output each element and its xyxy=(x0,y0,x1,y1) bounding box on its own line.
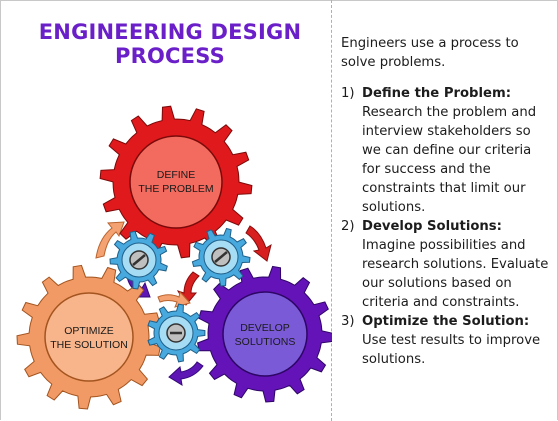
step-heading: Develop Solutions: xyxy=(362,219,502,234)
optimize-the-solution-gear: OPTIMIZE THE SOLUTION xyxy=(16,264,161,410)
screw-icon xyxy=(211,247,231,267)
define-gear-label-2: THE PROBLEM xyxy=(138,183,213,195)
title-line-2: PROCESS xyxy=(115,44,225,68)
step-develop: 2) Develop Solutions: Imagine possibiliti… xyxy=(341,217,551,312)
step-text: Imagine possibilities and research solut… xyxy=(362,238,549,310)
title-line-1: ENGINEERING DESIGN xyxy=(38,20,302,44)
step-number: 1) xyxy=(341,86,355,101)
optimize-gear-label-1: OPTIMIZE xyxy=(64,325,114,337)
engineering-design-process-diagram: DEFINE THE PROBLEM OPTIMIZE THE SOLUTION… xyxy=(16,105,332,410)
develop-gear-label-1: DEVELOP xyxy=(240,322,290,334)
intro-text: Engineers use a process to solve problem… xyxy=(341,36,519,70)
step-number: 3) xyxy=(341,314,355,329)
steps-list: 1) Define the Problem: Research the probl… xyxy=(341,84,551,369)
small-gear-bottom xyxy=(147,303,206,363)
step-optimize: 3) Optimize the Solution: Use test result… xyxy=(341,312,551,369)
develop-gear-label-2: SOLUTIONS xyxy=(235,336,296,348)
screw-icon xyxy=(166,323,186,343)
step-text: Research the problem and interview stake… xyxy=(362,105,537,215)
step-define: 1) Define the Problem: Research the probl… xyxy=(341,84,551,217)
arrow-optimize-to-define xyxy=(95,221,125,259)
small-gear-right xyxy=(191,227,251,287)
optimize-gear-label-2: THE SOLUTION xyxy=(50,339,128,351)
process-description: Engineers use a process to solve problem… xyxy=(341,34,551,369)
column-divider xyxy=(331,0,332,421)
step-number: 2) xyxy=(341,219,355,234)
develop-solutions-gear: DEVELOP SOLUTIONS xyxy=(197,265,332,403)
diagram-title: ENGINEERING DESIGN PROCESS xyxy=(20,20,320,68)
arrow-develop-to-optimize xyxy=(168,361,204,387)
define-the-problem-gear: DEFINE THE PROBLEM xyxy=(99,105,253,259)
arrow-define-to-develop xyxy=(245,225,272,262)
small-gear-left xyxy=(109,230,168,290)
step-text: Use test results to improve solutions. xyxy=(362,333,541,367)
step-heading: Optimize the Solution: xyxy=(362,314,530,329)
define-gear-label-1: DEFINE xyxy=(157,169,196,181)
screw-icon xyxy=(129,250,149,270)
step-heading: Define the Problem: xyxy=(362,86,511,101)
